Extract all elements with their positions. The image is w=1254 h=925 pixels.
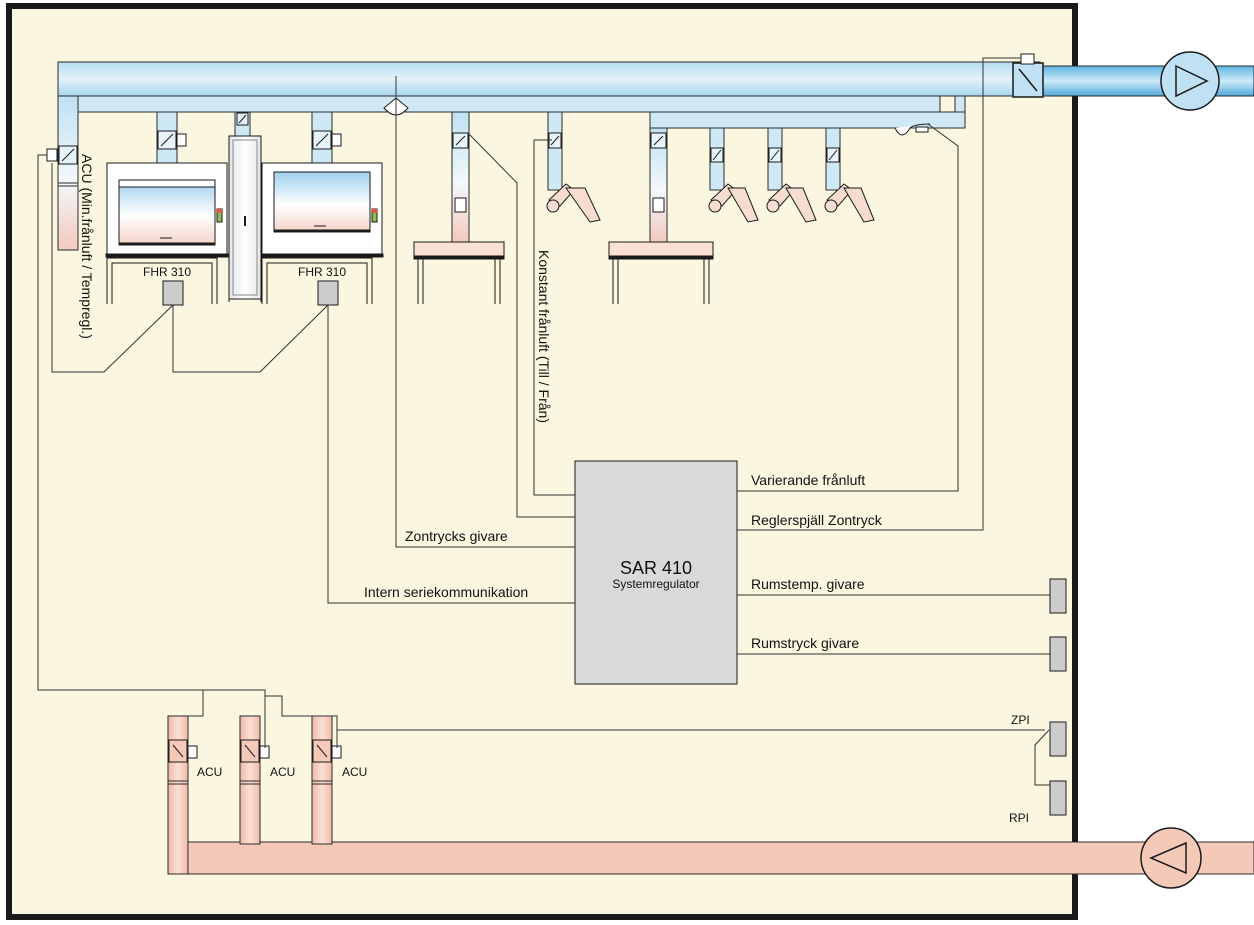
damper-icon xyxy=(452,132,469,149)
exhaust-main-duct xyxy=(57,61,1041,97)
damper-actuator xyxy=(176,133,187,147)
zpi-label: ZPI xyxy=(1011,713,1030,727)
controller-subtitle: Systemregulator xyxy=(612,577,699,591)
extraction-arm xyxy=(824,183,875,223)
supply-main-duct xyxy=(167,841,1254,875)
damper-icon xyxy=(710,147,724,163)
room-temp-sensor xyxy=(1049,578,1067,614)
zpi-sensor xyxy=(1049,721,1067,757)
acu-left-duct xyxy=(57,95,79,251)
exhaust-branch-row xyxy=(77,95,941,113)
control-wiring xyxy=(37,57,1050,786)
fume-cupboard-left xyxy=(105,162,229,304)
acu-label-3: ACU xyxy=(342,765,367,779)
damper-actuator xyxy=(46,148,58,162)
intern-seriekommunikation-label: Intern seriekommunikation xyxy=(364,584,528,600)
socket-icon xyxy=(652,197,665,213)
extraction-arm xyxy=(708,183,759,223)
controller-title: SAR 410 xyxy=(620,558,692,578)
extraction-arms xyxy=(546,183,875,223)
damper-icon xyxy=(168,739,188,763)
rumstryck-givare-label: Rumstryck givare xyxy=(751,635,859,651)
exhaust-dampers xyxy=(46,53,1044,165)
damper-icon xyxy=(157,130,177,150)
damper-actuator xyxy=(1020,53,1035,65)
damper-icon xyxy=(826,147,840,163)
acu-label-2: ACU xyxy=(270,765,295,779)
storage-cabinet xyxy=(228,135,262,302)
fhr-right-label: FHR 310 xyxy=(298,265,346,279)
rpi-label: RPI xyxy=(1009,811,1029,825)
rpi-sensor xyxy=(1049,780,1067,816)
damper-icon xyxy=(1012,62,1044,98)
rumstemp-givare-label: Rumstemp. givare xyxy=(751,576,865,592)
acu-vertical-label: ACU (Min.frånluft / Tempregl.) xyxy=(79,154,95,339)
zontrycks-givare-label: Zontrycks givare xyxy=(405,528,508,544)
fan-icon xyxy=(1160,51,1220,111)
wall-sensors xyxy=(1049,578,1067,816)
system-controller: SAR 410 Systemregulator xyxy=(574,460,738,685)
damper-icon xyxy=(312,130,332,150)
damper-icon xyxy=(240,739,260,763)
socket-icon xyxy=(454,197,467,213)
damper-icon xyxy=(236,112,249,126)
extraction-arm xyxy=(546,183,601,223)
flow-sensor-icon xyxy=(894,123,931,136)
exhaust-duct-network xyxy=(57,61,1254,251)
varierande-franluft-label: Varierande frånluft xyxy=(751,472,865,488)
fhr-controller-right xyxy=(317,280,339,306)
fhr-left-label: FHR 310 xyxy=(143,265,191,279)
lab-bench-left xyxy=(413,197,505,304)
konstant-franluft-label: Konstant frånluft (Till / Från) xyxy=(536,250,552,423)
fhr-controller-left xyxy=(162,280,184,306)
lab-bench-right xyxy=(608,197,714,304)
damper-actuator xyxy=(187,745,198,759)
fan-icon xyxy=(1140,827,1202,889)
room-pressure-sensor xyxy=(1049,636,1067,672)
supply-dampers xyxy=(168,739,342,763)
exhaust-outlet-duct xyxy=(1029,65,1254,97)
extraction-arm xyxy=(766,183,817,223)
exhaust-sub-branch xyxy=(649,111,966,129)
damper-icon xyxy=(58,145,78,165)
damper-icon xyxy=(768,147,782,163)
damper-icon xyxy=(650,132,667,149)
reglerspjall-zontryck-label: Reglerspjäll Zontryck xyxy=(751,512,883,528)
fume-cupboard-right xyxy=(260,162,384,304)
damper-actuator xyxy=(331,133,342,147)
acu-label-1: ACU xyxy=(197,765,222,779)
damper-icon xyxy=(312,739,332,763)
